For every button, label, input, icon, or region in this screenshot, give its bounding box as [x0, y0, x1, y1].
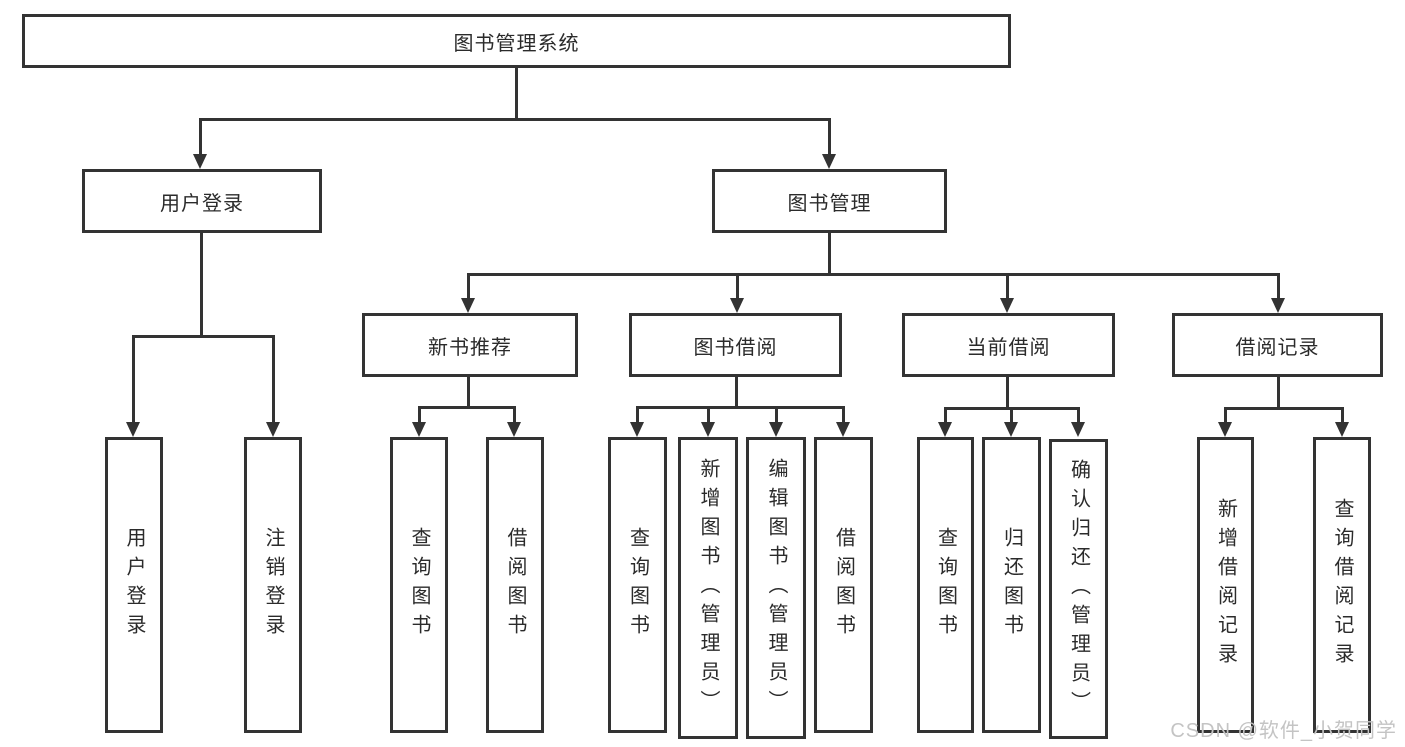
leaf-record-query: 查询借阅记录: [1313, 437, 1371, 733]
connector-g5-drop1: [1224, 407, 1227, 424]
leaf-record-add-label: 新增借阅记录: [1214, 498, 1237, 672]
leaf-current-return-label: 归还图书: [1000, 527, 1023, 643]
leaf-borrow-query-label: 查询图书: [626, 527, 649, 643]
connector-g3-drop2: [707, 406, 710, 424]
connector-drop-borrow-records: [1277, 273, 1280, 300]
connector-g4-drop2: [1010, 407, 1013, 424]
leaf-newbooks-query: 查询图书: [390, 437, 448, 733]
node-user-login: 用户登录: [82, 169, 322, 233]
leaf-borrow-add-admin: 新增图书（管理员）: [678, 437, 738, 739]
leaf-logout-label: 注销登录: [262, 527, 284, 643]
connector-g2-drop1: [418, 406, 421, 424]
connector-drop-login-leaf: [132, 335, 135, 424]
connector-g3-split: [636, 406, 845, 409]
connector-g3-trunk: [735, 377, 738, 406]
leaf-newbooks-query-label: 查询图书: [408, 527, 430, 643]
arrowhead-down-icon: [1000, 298, 1014, 313]
leaf-borrow-book-label: 借阅图书: [832, 527, 855, 643]
leaf-record-add: 新增借阅记录: [1197, 437, 1254, 733]
connector-login-split: [132, 335, 275, 338]
arrowhead-down-icon: [507, 422, 521, 437]
csdn-watermark: CSDN @软件_小贺同学: [1170, 720, 1397, 742]
connector-drop-user-login: [199, 118, 202, 156]
node-book-mgmt-label: 图书管理: [787, 192, 872, 215]
arrowhead-down-icon: [266, 422, 280, 437]
connector-drop-current-borrow: [1006, 273, 1009, 300]
arrowhead-down-icon: [938, 422, 952, 437]
node-borrow-records: 借阅记录: [1172, 313, 1383, 377]
node-root-label: 图书管理系统: [453, 32, 580, 55]
arrowhead-down-icon: [126, 422, 140, 437]
arrowhead-down-icon: [1271, 298, 1285, 313]
leaf-current-query-label: 查询图书: [934, 527, 957, 643]
leaf-user-login-label: 用户登录: [123, 527, 145, 643]
arrowhead-down-icon: [461, 298, 475, 313]
connector-g3-drop1: [636, 406, 639, 424]
node-new-books-label: 新书推荐: [428, 336, 512, 359]
connector-g4-drop3: [1077, 407, 1080, 424]
arrowhead-down-icon: [630, 422, 644, 437]
connector-g5-split: [1224, 407, 1344, 410]
connector-g4-trunk: [1006, 377, 1009, 407]
connector-drop-book-borrow: [736, 273, 739, 300]
arrowhead-down-icon: [730, 298, 744, 313]
connector-drop-new-books: [467, 273, 470, 300]
arrowhead-down-icon: [822, 154, 836, 169]
node-root: 图书管理系统: [22, 14, 1011, 68]
leaf-current-confirm-admin-label: 确认归还（管理员）: [1067, 458, 1090, 720]
connector-mgmt-trunk: [828, 233, 831, 273]
leaf-current-confirm-admin: 确认归还（管理员）: [1049, 439, 1108, 739]
leaf-record-query-label: 查询借阅记录: [1331, 498, 1353, 672]
leaf-newbooks-borrow: 借阅图书: [486, 437, 544, 733]
leaf-borrow-book: 借阅图书: [814, 437, 873, 733]
node-current-borrow-label: 当前借阅: [966, 336, 1051, 359]
leaf-newbooks-borrow-label: 借阅图书: [504, 527, 526, 643]
connector-root-split: [199, 118, 831, 121]
leaf-current-query: 查询图书: [917, 437, 974, 733]
connector-drop-book-mgmt: [828, 118, 831, 156]
node-user-login-label: 用户登录: [160, 192, 244, 215]
leaf-borrow-edit-admin-label: 编辑图书（管理员）: [765, 457, 787, 719]
leaf-user-login: 用户登录: [105, 437, 163, 733]
arrowhead-down-icon: [1004, 422, 1018, 437]
leaf-borrow-query: 查询图书: [608, 437, 667, 733]
node-borrow-records-label: 借阅记录: [1235, 336, 1320, 359]
connector-login-trunk: [200, 233, 203, 335]
connector-g2-trunk: [467, 377, 470, 406]
arrowhead-down-icon: [701, 422, 715, 437]
arrowhead-down-icon: [769, 422, 783, 437]
arrowhead-down-icon: [1071, 422, 1085, 437]
connector-g5-drop2: [1341, 407, 1344, 424]
connector-g3-drop4: [842, 406, 845, 424]
arrowhead-down-icon: [193, 154, 207, 169]
connector-g2-split: [418, 406, 516, 409]
node-book-borrow-label: 图书借阅: [693, 336, 778, 359]
node-book-borrow: 图书借阅: [629, 313, 842, 377]
connector-g2-drop2: [513, 406, 516, 424]
arrowhead-down-icon: [1335, 422, 1349, 437]
leaf-logout: 注销登录: [244, 437, 302, 733]
node-new-books: 新书推荐: [362, 313, 578, 377]
connector-root-trunk: [515, 68, 518, 118]
connector-g3-drop3: [775, 406, 778, 424]
node-book-mgmt: 图书管理: [712, 169, 947, 233]
leaf-borrow-add-admin-label: 新增图书（管理员）: [697, 457, 719, 719]
leaf-current-return: 归还图书: [982, 437, 1041, 733]
connector-g5-trunk: [1277, 377, 1280, 407]
connector-drop-logout-leaf: [272, 335, 275, 424]
arrowhead-down-icon: [1218, 422, 1232, 437]
node-current-borrow: 当前借阅: [902, 313, 1115, 377]
arrowhead-down-icon: [836, 422, 850, 437]
connector-g4-drop1: [944, 407, 947, 424]
leaf-borrow-edit-admin: 编辑图书（管理员）: [746, 437, 806, 739]
arrowhead-down-icon: [412, 422, 426, 437]
connector-mgmt-split: [467, 273, 1280, 276]
